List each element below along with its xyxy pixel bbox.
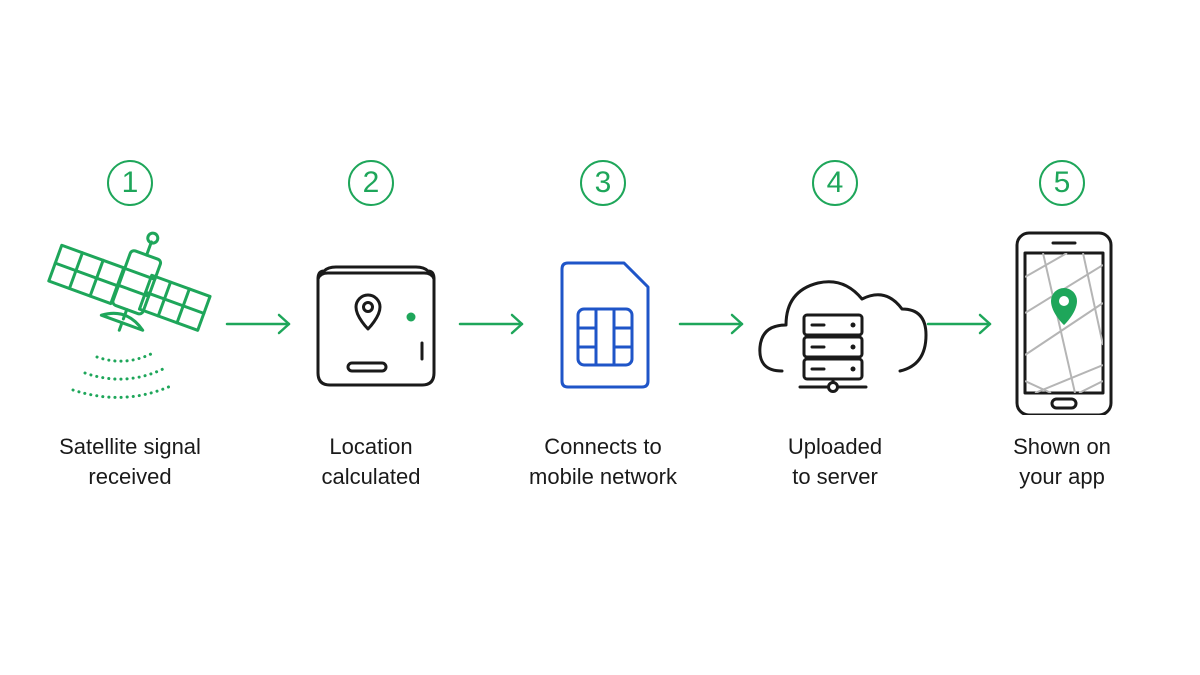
step-label-4: Uploaded to server [787,434,883,489]
cloud-server-icon [758,280,928,393]
step-3: 3 Connects to mobile network [488,0,718,675]
arrow-icon [225,313,291,335]
step-number-2: 2 [348,160,394,206]
satellite-icon [47,231,212,399]
step-number-4: 4 [812,160,858,206]
step-1: 1 [15,0,245,675]
step-5: 5 Shown on your app [947,0,1177,675]
sim-card-icon [560,261,650,389]
arrow-icon [678,313,744,335]
arrow-icon [926,313,992,335]
step-2: 2 Location calculated [256,0,486,675]
step-label-1: Satellite signal received [59,434,201,489]
step-number-1: 1 [107,160,153,206]
arrow-icon [458,313,524,335]
gps-tracker-icon [316,265,436,387]
smartphone-map-icon [1015,231,1113,415]
step-label-5: Shown on your app [1013,434,1111,489]
step-4: 4 Uploaded to server [720,0,950,675]
step-label-3: Connects to mobile network [529,434,677,489]
step-label-2: Location calculated [321,434,421,489]
step-number-5: 5 [1039,160,1085,206]
step-number-3: 3 [580,160,626,206]
